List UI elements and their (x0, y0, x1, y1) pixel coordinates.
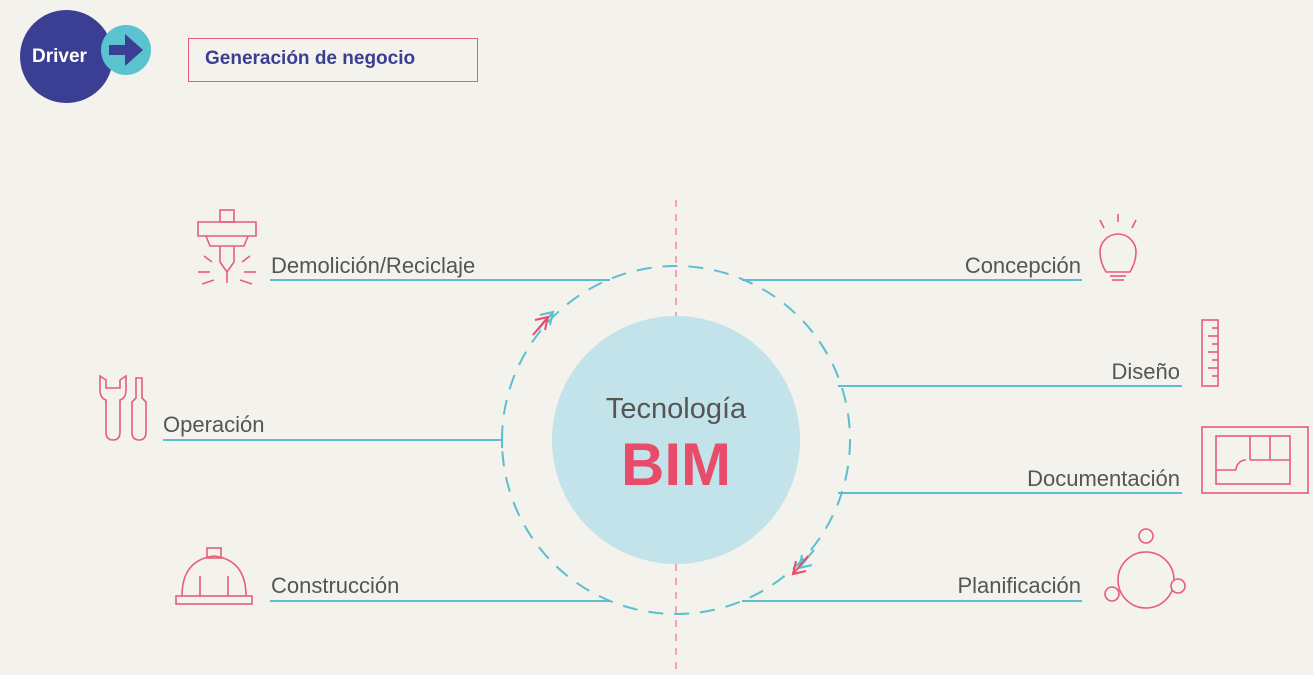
cycle-icon (1104, 528, 1186, 609)
stage-label-documentacion: Documentación (1027, 466, 1180, 491)
stage-label-concepcion: Concepción (964, 253, 1081, 278)
hard-hat-icon (175, 547, 253, 605)
center-circle (552, 316, 800, 564)
stage-label-planificacion: Planificación (957, 573, 1081, 598)
arrow-right-icon (101, 25, 151, 75)
topic-tag (188, 38, 478, 82)
stage-label-demolicion: Demolición/Reciclaje (271, 253, 476, 278)
lightbulb-icon (1099, 214, 1137, 281)
center-bim: BIM (621, 431, 731, 498)
tools-icon (99, 374, 147, 441)
driver-badge (20, 10, 113, 103)
stage-label-diseno: Diseño (1111, 359, 1180, 384)
ruler-icon (1201, 319, 1219, 387)
center-title: Tecnología (605, 393, 747, 425)
jackhammer-icon (197, 209, 257, 285)
direction-arrow-up-icon (532, 310, 555, 336)
stage-label-construccion: Construcción (271, 573, 400, 598)
topic-tag-label: Generación de negocio (205, 48, 416, 69)
stage-label-operacion: Operación (163, 412, 265, 437)
driver-label: Driver (32, 46, 87, 67)
floor-plan-icon (1201, 426, 1309, 494)
direction-arrow-down-icon (791, 549, 815, 576)
